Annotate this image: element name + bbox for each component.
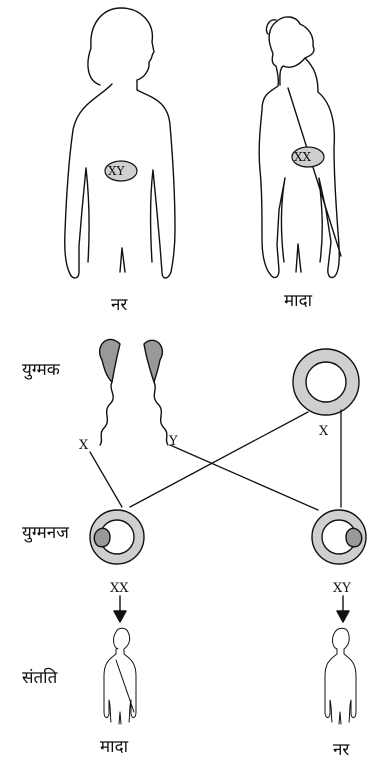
offspring-male-figure [325, 628, 356, 724]
egg-x-label: X [319, 424, 328, 439]
fertilization-lines [90, 410, 341, 510]
zygote-right-chromosomes: XY [333, 581, 351, 596]
zygote-female [90, 510, 144, 564]
row-label-offspring: संतति [22, 665, 57, 688]
row-label-gametes: युग्मक [22, 357, 60, 380]
egg-x [293, 349, 359, 415]
male-label: नर [111, 292, 127, 315]
arrow-right [337, 596, 349, 622]
row-label-zygotes: युग्मनज [22, 520, 69, 543]
offspring-female-figure [104, 628, 136, 724]
sperm-x-label: X [79, 438, 88, 453]
zygote-left-chromosomes: XX [110, 581, 129, 596]
sperm-y-label: Y [169, 434, 178, 449]
offspring-male-label: नर [333, 737, 349, 760]
male-body-figure [65, 8, 175, 278]
sperm-x [100, 339, 120, 445]
offspring-female-label: मादा [100, 734, 128, 757]
female-chromosome-label: XX [294, 150, 311, 164]
zygote-male [312, 510, 366, 564]
sperm-y [144, 340, 168, 445]
female-label: मादा [284, 288, 312, 311]
female-body-figure [259, 17, 341, 278]
arrow-left [114, 596, 126, 622]
male-chromosome-label: XY [108, 164, 124, 178]
